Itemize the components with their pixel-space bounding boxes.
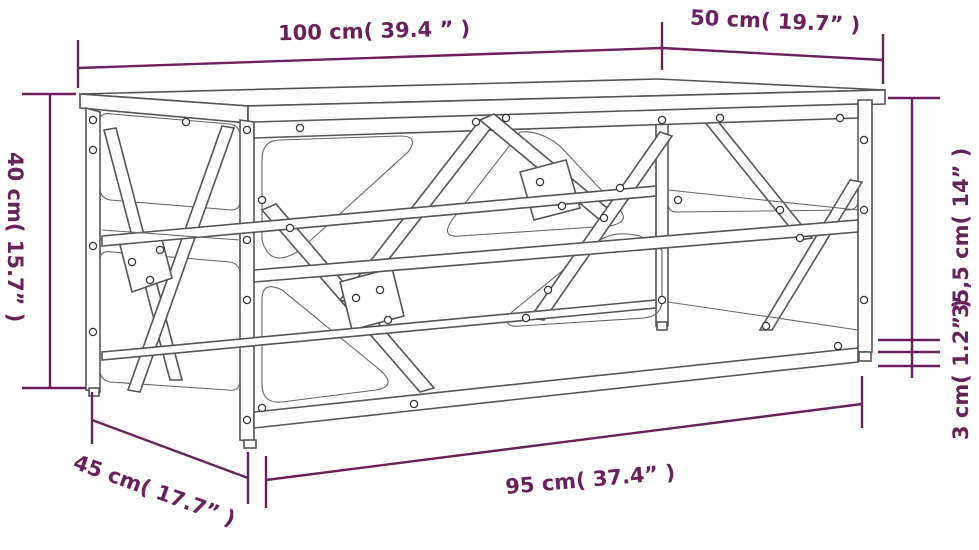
top-depth-label: 50 cm( 19.7” )	[690, 6, 861, 37]
top-depth-line	[661, 46, 884, 62]
coffee-table-illustration	[79, 78, 886, 449]
shelf-rails	[101, 185, 859, 361]
inner-height-label: 35,5 cm( 14” )	[949, 148, 973, 318]
bolts	[88, 113, 869, 425]
dimension-lines	[22, 22, 940, 508]
bottom-width-label: 95 cm( 37.4” )	[504, 460, 676, 499]
top-width-line	[77, 46, 663, 70]
bottom-width-line	[265, 402, 863, 482]
bottom-depth-label: 45 cm( 17.7” )	[70, 450, 238, 531]
foot-height-label: 3 cm( 1.2” )	[949, 299, 973, 440]
table-top-side-edge	[247, 89, 886, 124]
height-label: 40 cm( 15.7” )	[3, 152, 27, 322]
top-width-label: 100 cm( 39.4 ” )	[278, 16, 471, 45]
table-feet	[88, 321, 872, 449]
left-end-frame	[85, 106, 255, 443]
bottom-depth-line	[91, 418, 249, 480]
